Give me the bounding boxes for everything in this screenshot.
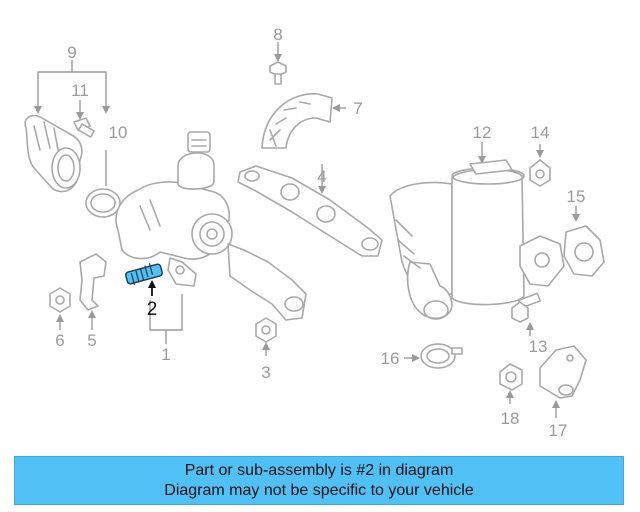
info-banner: Part or sub-assembly is #2 in diagram Di… (14, 456, 624, 505)
part-12-catalytic-converter (389, 159, 565, 320)
part-17-bracket (539, 345, 587, 399)
callout-11: 11 (71, 81, 89, 100)
callout-7: 7 (353, 99, 362, 118)
part-2-stud (125, 263, 163, 285)
part-18-nut (499, 363, 523, 391)
banner-line-disclaimer: Diagram may not be specific to your vehi… (164, 482, 474, 499)
part-intake-elbow (24, 114, 83, 193)
part-5-bracket (79, 253, 107, 311)
part-4-gasket (237, 165, 383, 257)
callout-3: 3 (261, 363, 270, 382)
callout-14: 14 (531, 123, 550, 142)
callout-4: 4 (317, 167, 326, 186)
callout-18: 18 (501, 409, 520, 428)
callout-10: 10 (109, 123, 128, 142)
callout-16: 16 (381, 349, 400, 368)
part-7-heat-shield (261, 93, 333, 149)
part-hose-clamp (85, 188, 121, 218)
callout-17: 17 (549, 421, 568, 440)
part-6-nut (49, 287, 71, 313)
callout-6: 6 (55, 331, 64, 350)
callout-2: 2 (147, 299, 158, 320)
callout-5: 5 (87, 331, 96, 350)
callout-1: 1 (161, 345, 170, 364)
part-8-bolt (269, 61, 287, 85)
part-15-gasket (563, 225, 605, 277)
part-3-nut (255, 317, 277, 343)
callout-15: 15 (567, 187, 586, 206)
callout-12: 12 (473, 123, 492, 142)
callout-9: 9 (67, 43, 76, 62)
part-bolt-11 (73, 117, 95, 138)
callout-8: 8 (273, 25, 282, 44)
part-turbocharger (115, 131, 307, 321)
parts-diagram: 1 2 3 4 5 6 7 8 9 10 11 12 13 14 15 16 1… (24, 25, 605, 440)
callout-13: 13 (529, 337, 548, 356)
banner-line-part: Part or sub-assembly is #2 in diagram (184, 462, 454, 479)
part-13-bolt (511, 292, 541, 323)
part-14-nut (529, 159, 551, 187)
part-16-clamp (420, 343, 463, 369)
